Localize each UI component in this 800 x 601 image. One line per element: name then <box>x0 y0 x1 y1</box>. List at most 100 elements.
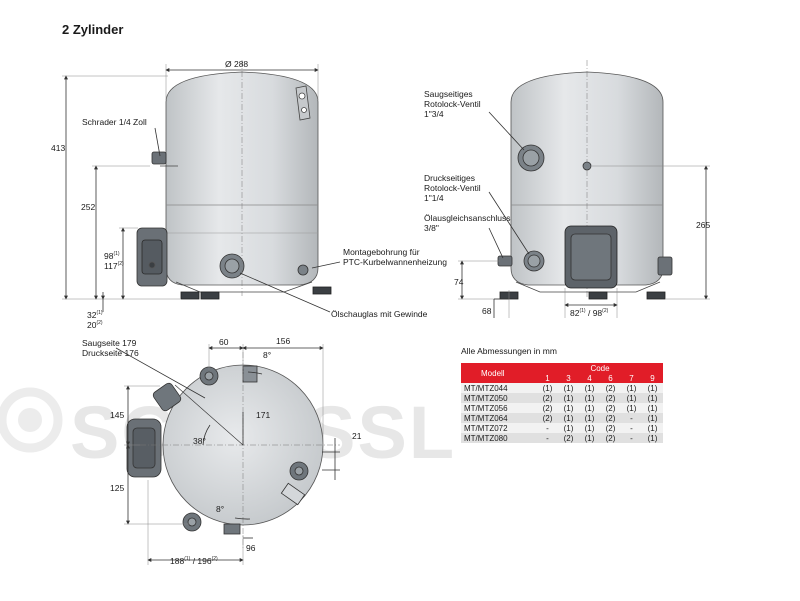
table-code-header: 9 <box>642 373 663 383</box>
table-row: MT/MTZ050(2)(1)(1)(2)(1)(1) <box>461 393 663 403</box>
front-view <box>62 60 341 313</box>
table-cell: (1) <box>558 423 579 433</box>
discharge-label-1: Druckseitiges <box>424 173 476 183</box>
table-cell-model: MT/MTZ080 <box>461 433 537 443</box>
table-cell: (2) <box>558 433 579 443</box>
table-cell: - <box>621 433 642 443</box>
table-cell: (2) <box>537 403 558 413</box>
table-cell: (1) <box>579 433 600 443</box>
mounting-hole-label-2: PTC-Kurbelwannenheizung <box>343 257 447 267</box>
dim-98: 98(1) <box>104 251 120 261</box>
foot <box>180 291 200 300</box>
dim-68: 68 <box>482 306 492 316</box>
dim-60: 60 <box>219 337 229 347</box>
dim-8deg-top: 8° <box>263 350 272 360</box>
table-cell: (1) <box>642 433 663 443</box>
foot <box>312 286 332 295</box>
table-cell: (2) <box>537 393 558 403</box>
table-body: MT/MTZ044(1)(1)(1)(2)(1)(1)MT/MTZ050(2)(… <box>461 383 663 443</box>
dim-21: 21 <box>352 431 362 441</box>
table-cell: - <box>537 423 558 433</box>
dim-156: 156 <box>276 336 291 346</box>
table-row: MT/MTZ080-(2)(1)(2)-(1) <box>461 433 663 443</box>
discharge-label-3: 1"1/4 <box>424 193 444 203</box>
foot <box>200 291 220 300</box>
dim-117: 117(2) <box>104 261 124 271</box>
table-cell: (1) <box>621 393 642 403</box>
dim-125: 125 <box>110 483 125 493</box>
mounting-bore <box>297 264 309 276</box>
schrader-label: Schrader 1/4 Zoll <box>82 117 147 127</box>
table-cell: (1) <box>579 423 600 433</box>
foot <box>646 291 666 300</box>
dim-diameter: Ø 288 <box>225 59 249 69</box>
table-cell: (1) <box>642 393 663 403</box>
table-header-code: Code <box>537 363 663 373</box>
foot <box>588 291 608 300</box>
table-cell-model: MT/MTZ064 <box>461 413 537 423</box>
table-cell: (2) <box>600 433 621 443</box>
table-cell: (1) <box>579 403 600 413</box>
suction-label-2: Rotolock-Ventil <box>424 99 481 109</box>
table-cell-model: MT/MTZ056 <box>461 403 537 413</box>
table-code-header: 4 <box>579 373 600 383</box>
oil-label-2: 3/8" <box>424 223 439 233</box>
table-cell: (2) <box>600 403 621 413</box>
table-code-header: 3 <box>558 373 579 383</box>
side-view <box>458 60 710 318</box>
table-code-header: 1 <box>537 373 558 383</box>
table-header-model: Modell <box>461 363 537 383</box>
table-cell: (1) <box>558 393 579 403</box>
dim-171: 171 <box>256 410 271 420</box>
table-cell: (1) <box>579 413 600 423</box>
dim-74: 74 <box>454 277 464 287</box>
table-cell: (2) <box>600 413 621 423</box>
table-cell: (1) <box>537 383 558 393</box>
table-cell: - <box>537 433 558 443</box>
table-cell: (1) <box>558 413 579 423</box>
table-cell: (1) <box>642 413 663 423</box>
oil-label-1: Ölausgleichsanschluss <box>424 213 511 223</box>
table-cell: (2) <box>600 393 621 403</box>
dim-32: 32(1) <box>87 310 103 320</box>
table-row: MT/MTZ044(1)(1)(1)(2)(1)(1) <box>461 383 663 393</box>
dim-82-98: 82(1) / 98(2) <box>570 308 609 318</box>
table-cell: (1) <box>579 393 600 403</box>
table-cell: (1) <box>558 403 579 413</box>
table-cell: (1) <box>642 423 663 433</box>
table-row: MT/MTZ064(2)(1)(1)(2)-(1) <box>461 413 663 423</box>
table-cell-model: MT/MTZ050 <box>461 393 537 403</box>
table-row: MT/MTZ072-(1)(1)(2)-(1) <box>461 423 663 433</box>
dim-96: 96 <box>246 543 256 553</box>
table-cell: (1) <box>642 403 663 413</box>
dim-20: 20(2) <box>87 320 103 330</box>
dim-145: 145 <box>110 410 125 420</box>
dim-265: 265 <box>696 220 711 230</box>
oil-equalization-port <box>497 255 513 267</box>
table-cell: (1) <box>558 383 579 393</box>
table-code-header: 7 <box>621 373 642 383</box>
table-cell: (2) <box>600 423 621 433</box>
table-cell: - <box>621 413 642 423</box>
dim-schrader-height: 252 <box>81 202 96 212</box>
table-row: MT/MTZ056(2)(1)(1)(2)(1)(1) <box>461 403 663 413</box>
table-cell: (2) <box>537 413 558 423</box>
discharge-side-label: Druckseite 176 <box>82 348 139 358</box>
lifting-lug-top <box>242 365 258 383</box>
suction-label-1: Saugseitiges <box>424 89 473 99</box>
page-title: 2 Zylinder <box>62 22 124 37</box>
suction-port-top <box>152 382 182 412</box>
table-cell: - <box>621 423 642 433</box>
discharge-label-2: Rotolock-Ventil <box>424 183 481 193</box>
top-view <box>115 344 340 565</box>
table-cell: (1) <box>642 383 663 393</box>
table-cell-model: MT/MTZ072 <box>461 423 537 433</box>
table-cell: (1) <box>621 383 642 393</box>
dim-38deg: 38° <box>193 436 206 446</box>
schrader-valve <box>151 151 167 165</box>
table-cell-model: MT/MTZ044 <box>461 383 537 393</box>
